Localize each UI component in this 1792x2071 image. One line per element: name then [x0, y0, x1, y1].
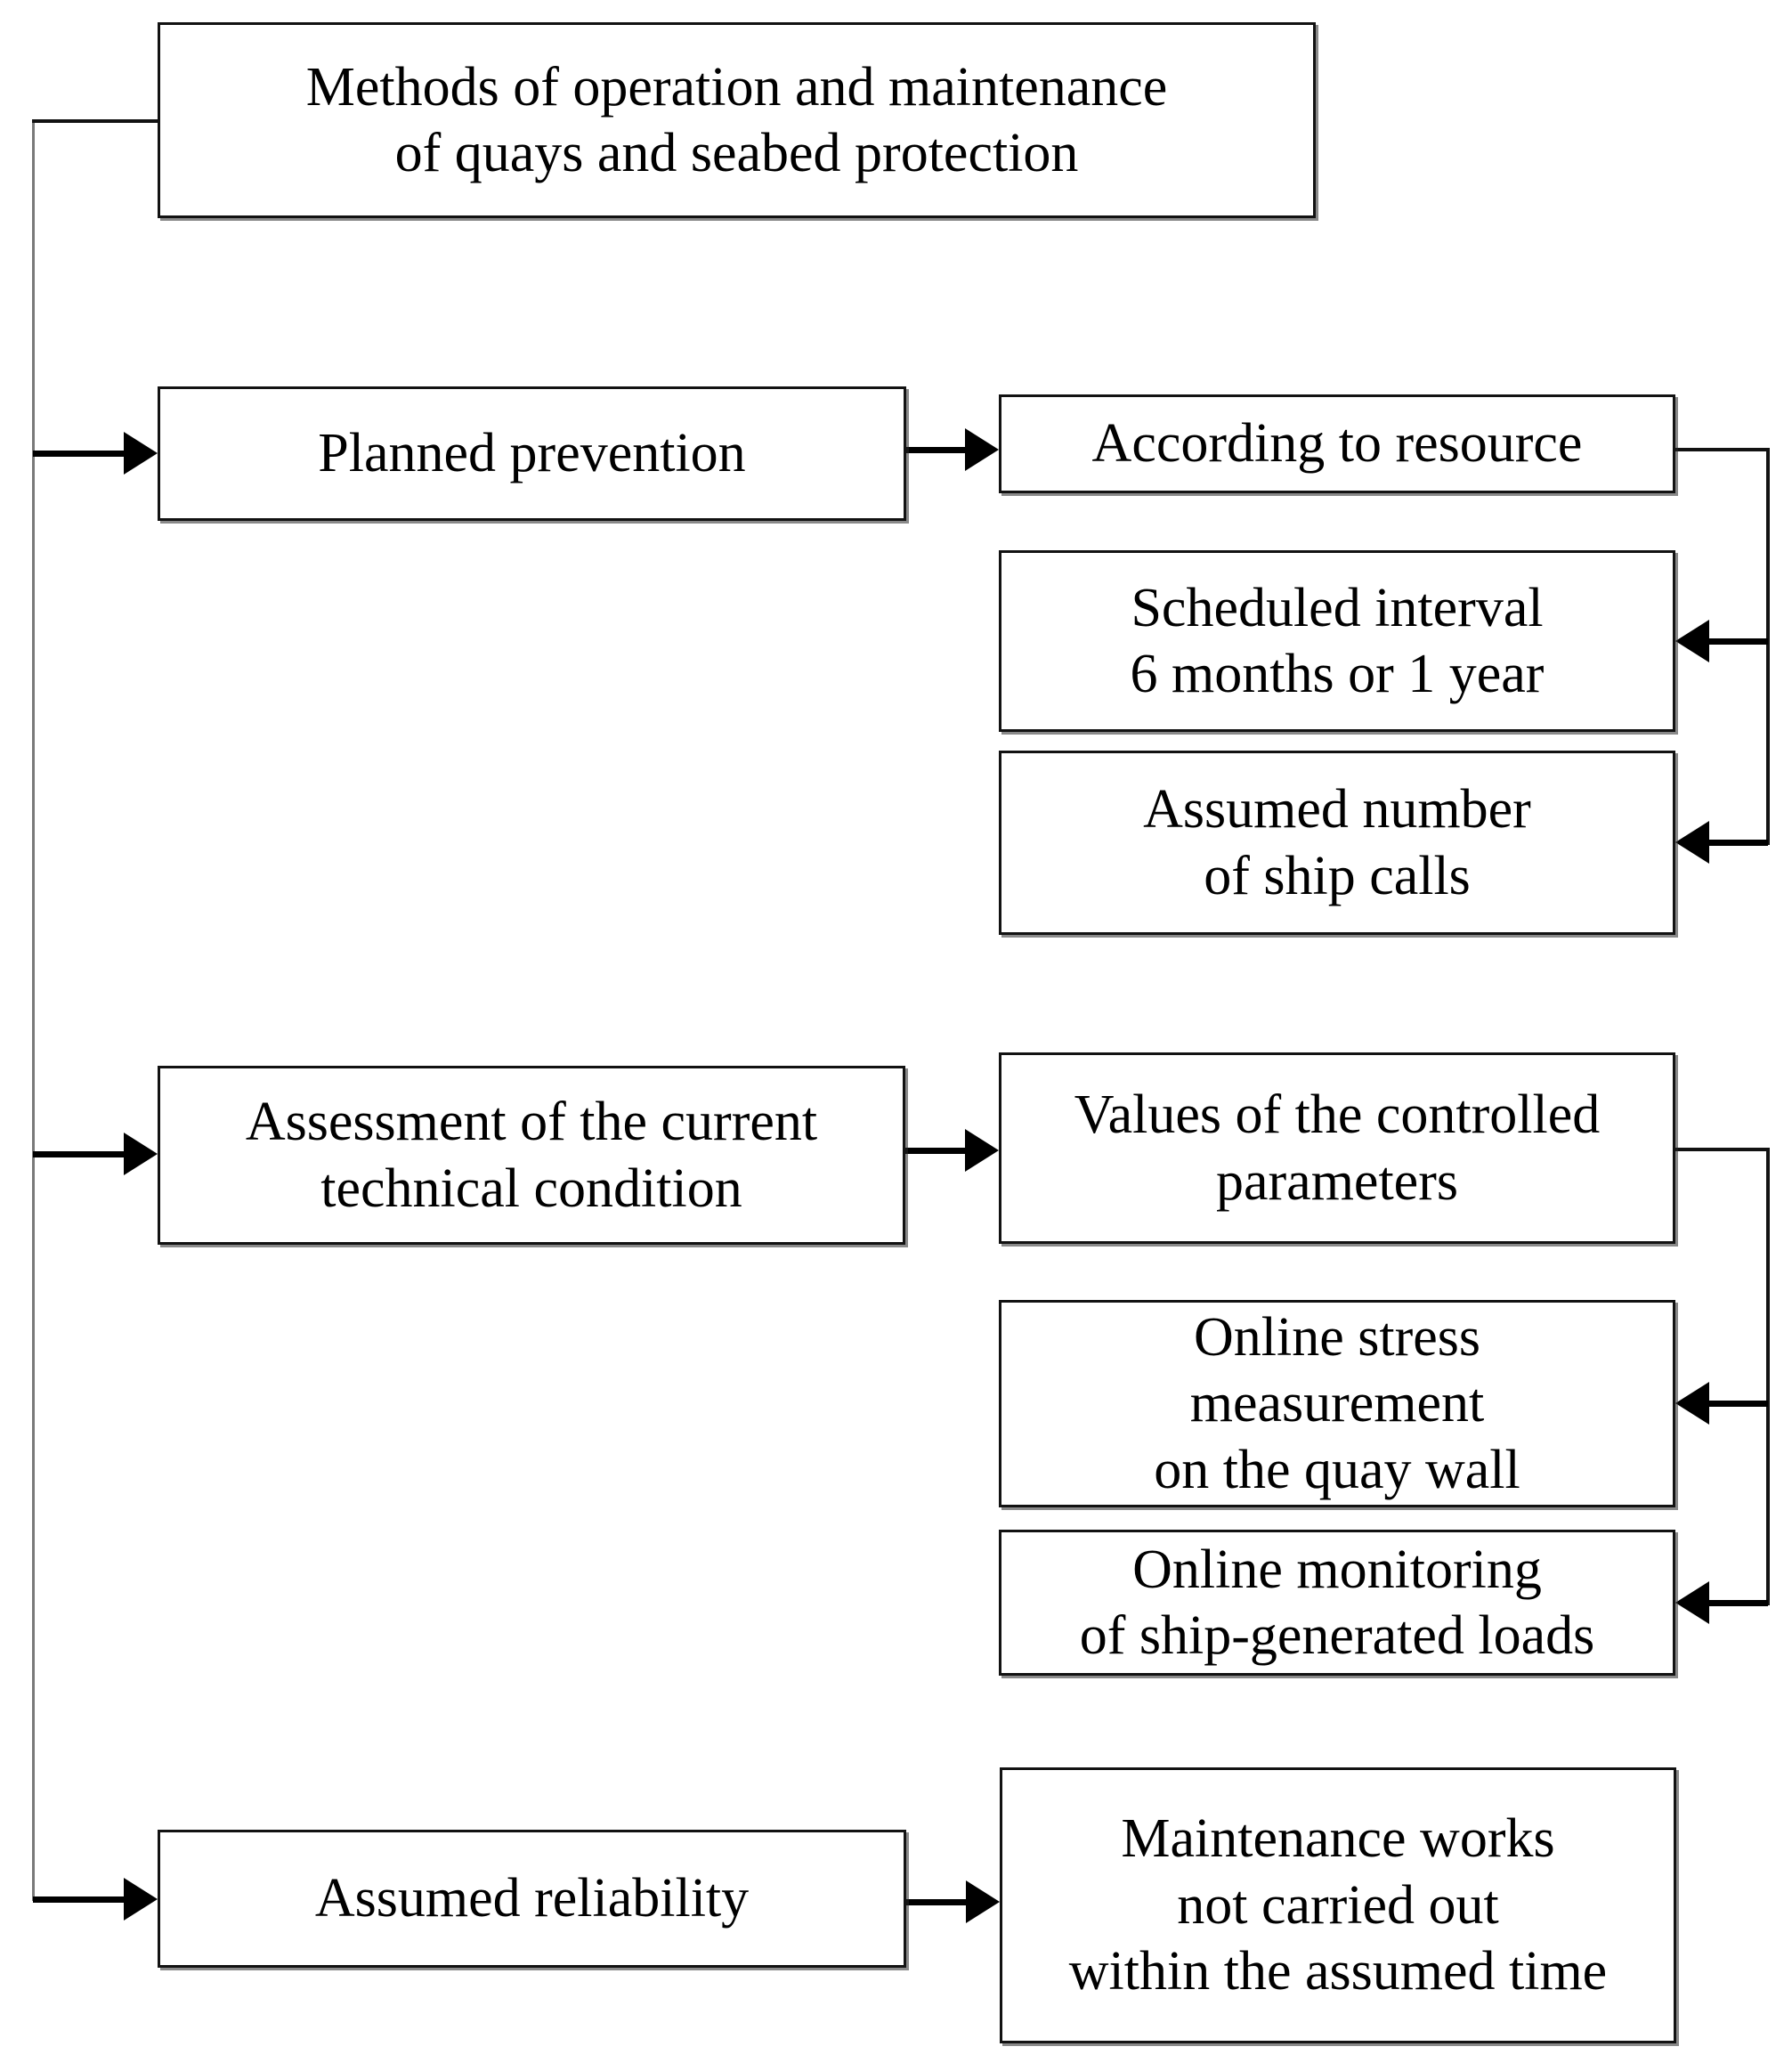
arrow-online-stress-head — [1675, 1382, 1709, 1425]
node-online-stress: Online stress measurement on the quay wa… — [999, 1300, 1675, 1507]
node-assessment-label-line2: technical condition — [320, 1157, 742, 1219]
node-online-monitoring: Online monitoring of ship-generated load… — [999, 1530, 1675, 1676]
node-root-label-line2: of quays and seabed protection — [394, 123, 1079, 183]
arrow-planned-prevention-head — [124, 432, 158, 475]
arrow-assumed-ship-calls-shaft — [1707, 840, 1768, 846]
node-maintenance-works-label-line3: within the assumed time — [1068, 1941, 1608, 2002]
arrow-according-to-resource-head — [965, 428, 999, 471]
node-maintenance-works-label-line1: Maintenance works — [1121, 1808, 1555, 1870]
node-assessment-label-line1: Assessment of the current — [245, 1092, 818, 1153]
node-assumed-ship-calls: Assumed number of ship calls — [999, 751, 1675, 935]
node-scheduled-interval-label-line1: Scheduled interval — [1131, 577, 1544, 638]
arrow-online-stress-shaft — [1707, 1401, 1768, 1407]
node-planned-prevention-label: Planned prevention — [318, 423, 746, 484]
arrow-assumed-reliability-shaft — [33, 1896, 124, 1903]
node-online-monitoring-label-line1: Online monitoring — [1132, 1539, 1542, 1600]
node-assumed-ship-calls-label-line2: of ship calls — [1204, 845, 1471, 906]
arrow-maintenance-works-shaft — [904, 1899, 966, 1905]
node-controlled-parameters-label-line1: Values of the controlled — [1074, 1084, 1601, 1146]
node-online-stress-label-line2: measurement — [1189, 1373, 1485, 1434]
arrow-online-monitoring-head — [1675, 1581, 1709, 1624]
arrow-online-monitoring-shaft — [1707, 1600, 1768, 1606]
node-according-to-resource: According to resource — [999, 394, 1675, 493]
node-maintenance-works-label-line2: not carried out — [1177, 1874, 1499, 1936]
loop2-vertical-line — [1766, 1148, 1770, 1605]
node-online-stress-label-line1: Online stress — [1193, 1306, 1481, 1368]
arrow-according-to-resource-shaft — [904, 447, 965, 453]
arrow-assumed-ship-calls-head — [1675, 821, 1709, 864]
arrow-controlled-parameters-head — [965, 1129, 999, 1172]
node-assumed-reliability-label: Assumed reliability — [314, 1868, 750, 1929]
trunk-line — [32, 119, 35, 1901]
node-assumed-ship-calls-label-line1: Assumed number — [1143, 779, 1531, 841]
node-online-stress-label-line3: on the quay wall — [1154, 1439, 1520, 1500]
node-scheduled-interval: Scheduled interval 6 months or 1 year — [999, 550, 1675, 732]
loop1-vertical-line — [1766, 448, 1770, 845]
loop2-exit-line — [1674, 1148, 1770, 1151]
node-assumed-reliability: Assumed reliability — [158, 1830, 906, 1968]
root-branch-line — [32, 119, 158, 123]
node-scheduled-interval-label-line2: 6 months or 1 year — [1130, 644, 1545, 704]
arrow-assumed-reliability-head — [124, 1878, 158, 1921]
node-planned-prevention: Planned prevention — [158, 386, 906, 521]
node-root: Methods of operation and maintenance of … — [158, 22, 1316, 218]
loop1-exit-line — [1674, 448, 1770, 451]
node-assessment: Assessment of the current technical cond… — [158, 1066, 905, 1245]
node-controlled-parameters-label-line2: parameters — [1216, 1150, 1458, 1212]
node-maintenance-works: Maintenance works not carried out within… — [1000, 1767, 1676, 2043]
node-root-label-line1: Methods of operation and maintenance — [305, 56, 1168, 118]
node-online-monitoring-label-line2: of ship-generated loads — [1079, 1605, 1595, 1666]
arrow-controlled-parameters-shaft — [904, 1148, 965, 1154]
node-according-to-resource-label: According to resource — [1091, 413, 1583, 475]
arrow-maintenance-works-head — [966, 1880, 1000, 1923]
node-controlled-parameters: Values of the controlled parameters — [999, 1052, 1675, 1244]
arrow-assessment-head — [124, 1133, 158, 1175]
arrow-planned-prevention-shaft — [33, 451, 124, 457]
arrow-scheduled-interval-head — [1675, 620, 1709, 662]
arrow-scheduled-interval-shaft — [1707, 638, 1768, 645]
arrow-assessment-shaft — [33, 1151, 124, 1157]
